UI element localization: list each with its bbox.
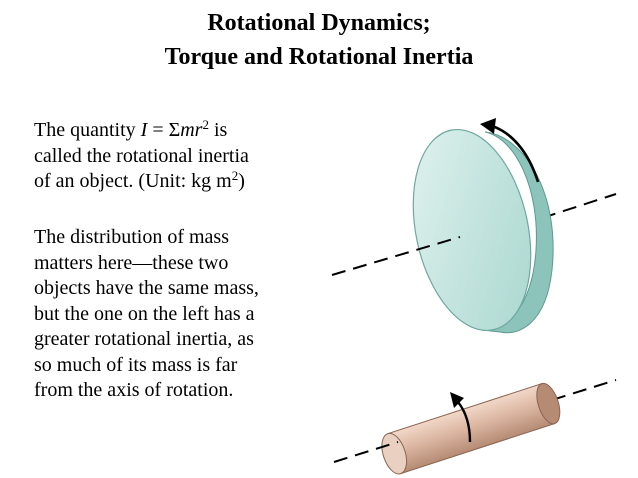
curved-arrow-icon [450, 392, 472, 443]
unit-prefix: of an object. (Unit: kg m [34, 170, 232, 192]
rotational-inertia-definition: The quantity I = Σmr2 is called the rota… [34, 118, 334, 195]
symbol-mr: mr [180, 119, 203, 141]
definition-prefix: The quantity [34, 119, 141, 141]
paragraph-line: objects have the same mass, [34, 277, 259, 299]
title-line-1: Rotational Dynamics; [207, 10, 431, 36]
paragraph-line: but the one on the left has a [34, 302, 255, 325]
paragraph-line: so much of its mass is far [34, 353, 238, 376]
disk-axis-back [541, 193, 617, 219]
cylinder-axis-back [551, 379, 617, 401]
paragraph-line: matters here—these two [34, 251, 229, 274]
unit-suffix: ) [238, 170, 245, 192]
definition-line-1: The quantity I = Σmr2 is [34, 118, 334, 144]
definition-line-2: called the rotational inertia [34, 144, 249, 167]
disk-axis-front [331, 236, 461, 276]
equals-sigma: = Σ [147, 119, 181, 141]
symbol-i: I [140, 119, 148, 141]
title-line-2: Torque and Rotational Inertia [164, 44, 474, 70]
exponent-2: 2 [202, 117, 209, 132]
rotation-objects-figure [331, 118, 617, 475]
paragraph-line: greater rotational inertia, as [34, 328, 254, 350]
disk-shape-icon [412, 128, 554, 334]
definition-line-3: of an object. (Unit: kg m2) [34, 169, 334, 195]
mass-distribution-paragraph: The distribution of mass matters here—th… [34, 225, 334, 404]
definition-suffix: is [208, 119, 228, 141]
paragraph-line: The distribution of mass [34, 226, 229, 248]
unit-exponent: 2 [231, 168, 239, 183]
paragraph-line: from the axis of rotation. [34, 379, 234, 401]
cylinder-axis-front [333, 441, 399, 463]
curved-arrow-icon [480, 118, 540, 183]
cylinder-shape-icon [381, 382, 561, 475]
